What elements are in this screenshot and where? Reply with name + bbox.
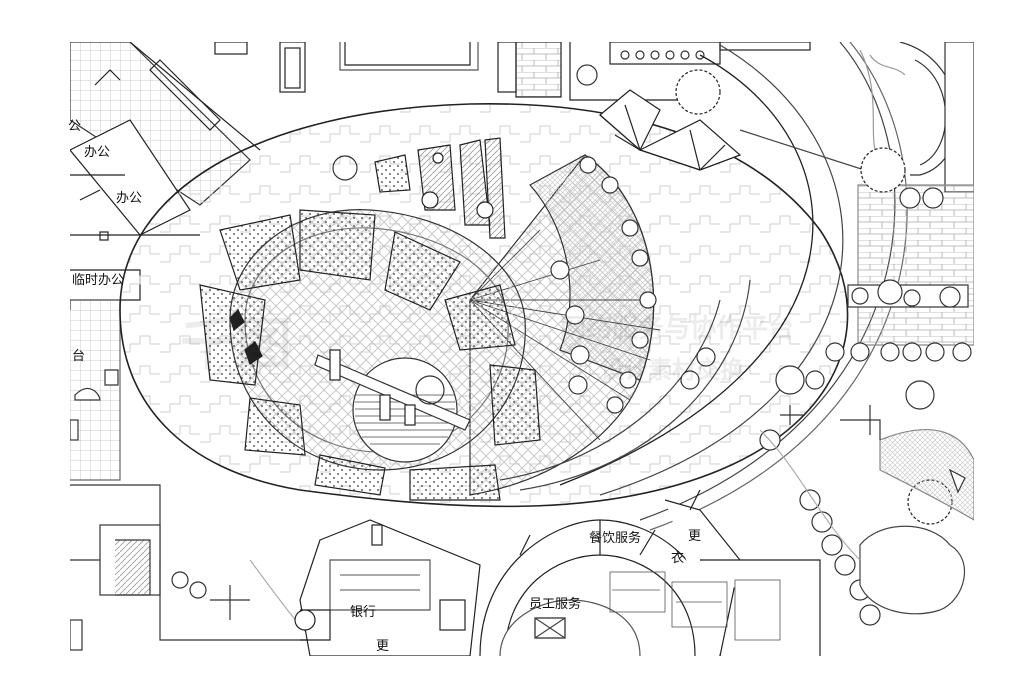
label-change-bottom: 更	[376, 639, 390, 654]
label-bank: 银行	[350, 605, 377, 620]
right-area	[576, 42, 974, 626]
label-staff-service: 员工服务	[529, 597, 582, 612]
bottom-center-building	[294, 489, 821, 656]
label-clothes: 衣	[671, 551, 685, 566]
label-office-cut: 公	[68, 119, 82, 134]
label-stage: 台	[72, 349, 86, 364]
tensile-canopy	[599, 89, 881, 176]
amphitheater-seating	[374, 137, 506, 239]
label-dining-service: 餐饮服务	[589, 531, 642, 546]
label-office-top: 办公	[84, 145, 111, 160]
central-hub	[199, 155, 541, 501]
label-temp-office: 临时办公	[72, 273, 125, 288]
label-change-right: 更	[688, 529, 702, 544]
bottom-left-area	[70, 300, 331, 656]
left-building	[70, 42, 261, 481]
label-office-mid: 办公	[116, 191, 143, 206]
top-buildings	[214, 42, 811, 101]
